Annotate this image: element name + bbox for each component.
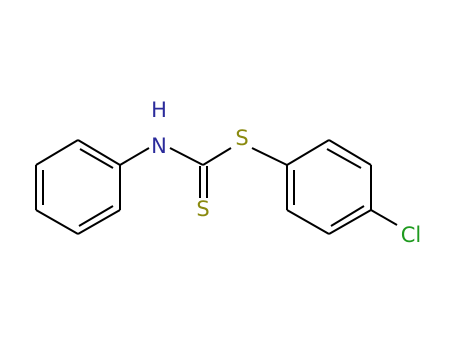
chlorophenyl-double-bond: [330, 205, 365, 227]
phenyl-bond: [35, 209, 79, 235]
chlorophenyl-bond: [328, 139, 372, 166]
chlorophenyl-bond: [286, 209, 330, 235]
chlorophenyl-bond: [328, 209, 372, 235]
ring-cl-bond: [370, 209, 398, 226]
phenyl-bond: [77, 209, 121, 235]
phenyl-bond: [35, 139, 79, 166]
phenyl-n-bond: [119, 147, 150, 166]
chlorophenyl-double-bond: [326, 148, 362, 169]
phenyl-bond: [77, 139, 121, 166]
carbon-s-bond: [202, 147, 232, 166]
chlorophenyl-bond: [286, 139, 330, 166]
phenyl-double-bond: [78, 205, 114, 227]
s-aryl-bond: [251, 147, 288, 166]
chlorophenyl-ring: [286, 139, 372, 235]
nh-hydrogen-label: H: [151, 98, 167, 122]
thione-double-bond: [199, 166, 208, 198]
chlorine-label: Cl: [401, 223, 422, 247]
n-carbon-bond: [169, 147, 204, 166]
phenyl-double-bond: [79, 148, 114, 169]
thione-sulfur-label: S: [196, 197, 209, 221]
thioester-sulfur-label: S: [235, 126, 248, 150]
nitrogen-label: N: [151, 134, 167, 158]
phenyl-ring: [35, 139, 121, 235]
